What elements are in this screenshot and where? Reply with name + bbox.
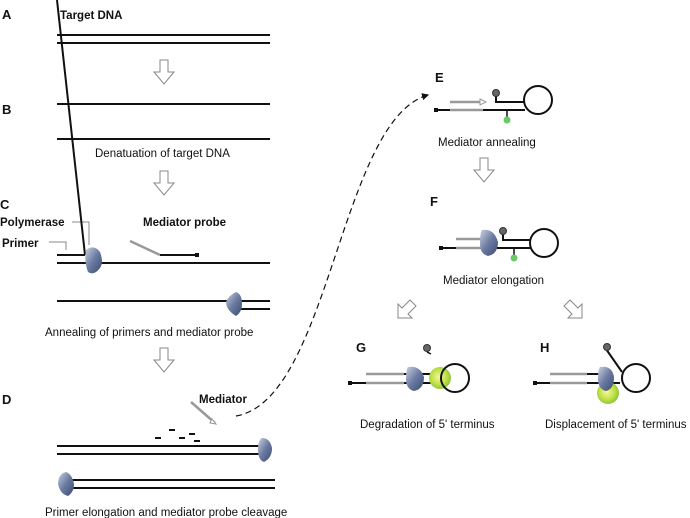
polymerase-d-bottom	[58, 472, 74, 496]
template-blocker	[434, 108, 438, 112]
panel-letter-f: F	[430, 194, 438, 209]
polymerase-f	[480, 229, 498, 256]
caption-e: Mediator annealing	[438, 137, 536, 149]
hairpin-loop	[523, 85, 553, 115]
polymerase-d-top	[258, 438, 272, 462]
hairpin-loop-g	[440, 363, 470, 393]
panel-letter-e: E	[435, 70, 444, 85]
quencher-icon	[499, 227, 507, 235]
hairpin-loop-h	[621, 363, 651, 393]
template-blocker-h	[533, 381, 537, 385]
released-nucleotide	[426, 351, 432, 355]
displaced-flap	[605, 348, 623, 373]
down-arrow-icon	[152, 59, 176, 85]
down-right-arrow-icon	[563, 299, 583, 319]
dashed-transfer-arrow	[235, 93, 430, 417]
down-arrow-icon	[472, 157, 496, 183]
quencher-icon	[423, 344, 431, 352]
denatured-strands	[57, 103, 270, 140]
panel-letter-a: A	[2, 7, 12, 22]
mediator-arrowhead	[209, 418, 218, 425]
caption-h: Displacement of 5' terminus	[545, 419, 687, 431]
caption-f: Mediator elongation	[443, 275, 544, 287]
panel-letter-h: H	[540, 340, 549, 355]
quencher-icon	[492, 89, 500, 97]
caption-c: Annealing of primers and mediator probe	[45, 327, 253, 339]
panel-letter-d: D	[2, 392, 11, 407]
polymerase-h	[598, 366, 614, 391]
mediator-label: Mediator	[199, 394, 247, 406]
strand-d-top	[57, 445, 262, 455]
probe-flap	[129, 239, 161, 257]
fluorophore-icon	[510, 254, 518, 262]
fluorophore-icon	[503, 116, 511, 124]
panel-letter-c: C	[0, 197, 10, 212]
template-blocker-g	[348, 381, 352, 385]
strand-d-bottom	[70, 479, 275, 489]
cleaved-fragments	[155, 429, 200, 442]
polymerase-label: Polymerase	[0, 217, 65, 229]
down-arrow-icon	[152, 347, 176, 373]
mediator-probe-label: Mediator probe	[143, 217, 226, 229]
caption-g: Degradation of 5' terminus	[360, 419, 495, 431]
hairpin-upper-stem-f	[502, 231, 530, 241]
polymerase-c-bottom	[226, 292, 242, 316]
primer-label: Primer	[2, 238, 39, 250]
target-dna-double-strand	[57, 34, 270, 44]
hairpin-loop-f	[529, 228, 559, 258]
primer-leader-line	[49, 241, 67, 250]
strand-c-bottom	[57, 300, 270, 310]
polymerase-g	[406, 366, 424, 391]
caption-d: Primer elongation and mediator probe cle…	[45, 507, 287, 518]
caption-b: Denatuation of target DNA	[95, 148, 230, 160]
mediator-arrowhead-e	[479, 98, 488, 106]
polymerase-leader-line	[72, 221, 90, 245]
hairpin-upper-stem	[495, 93, 525, 103]
down-arrow-icon	[152, 170, 176, 196]
down-left-arrow-icon	[397, 299, 417, 319]
target-dna-title: Target DNA	[60, 10, 122, 22]
panel-letter-g: G	[356, 340, 366, 355]
mediator-fragment	[190, 401, 216, 424]
template-blocker-f	[439, 246, 443, 250]
panel-letter-b: B	[2, 102, 11, 117]
quencher-icon	[603, 343, 611, 351]
polymerase-c-top	[85, 247, 102, 274]
probe-blocker	[195, 253, 199, 257]
